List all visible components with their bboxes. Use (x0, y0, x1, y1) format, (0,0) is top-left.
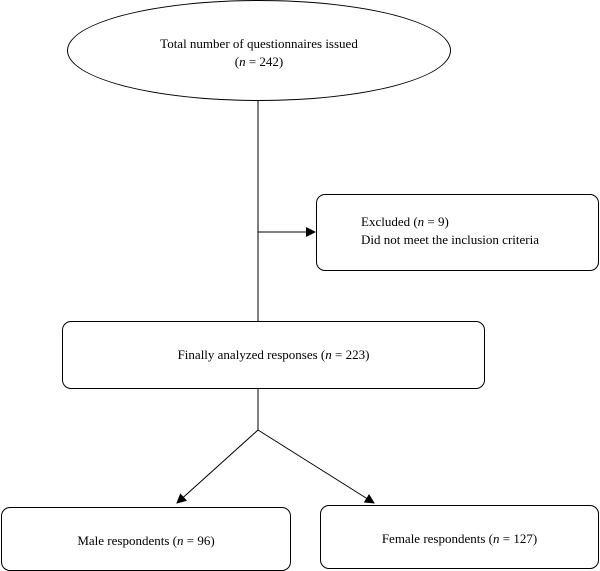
female-n-var: n (493, 531, 500, 546)
excluded-reason: Did not meet the inclusion criteria (361, 232, 539, 247)
male-label: Male respondents ( (77, 533, 177, 548)
excluded-node: Excluded (n = 9) Did not meet the inclus… (316, 194, 599, 271)
analyzed-label: Finally analyzed responses ( (177, 347, 326, 362)
excluded-n-value: = 9) (424, 214, 449, 229)
male-n-var: n (176, 533, 184, 548)
total-title: Total number of questionnaires issued (160, 36, 358, 51)
male-n-value: = 96) (183, 533, 215, 548)
female-node: Female respondents (n = 127) (320, 505, 599, 569)
female-label: Female respondents ( (381, 531, 494, 546)
excluded-label: Excluded ( (361, 214, 418, 229)
excluded-n-var: n (417, 214, 425, 229)
total-questionnaires-node: Total number of questionnaires issued (n… (67, 0, 451, 101)
arrow-to-female (257, 429, 375, 504)
total-n-var: n (239, 54, 246, 69)
analyzed-node: Finally analyzed responses (n = 223) (62, 321, 485, 389)
analyzed-n-var: n (325, 347, 332, 362)
total-n-value: = 242 (245, 54, 279, 69)
arrow-to-male (176, 429, 259, 504)
female-n-value: = 127) (499, 531, 538, 546)
male-node: Male respondents (n = 96) (1, 507, 291, 571)
analyzed-n-value: = 223) (331, 347, 370, 362)
